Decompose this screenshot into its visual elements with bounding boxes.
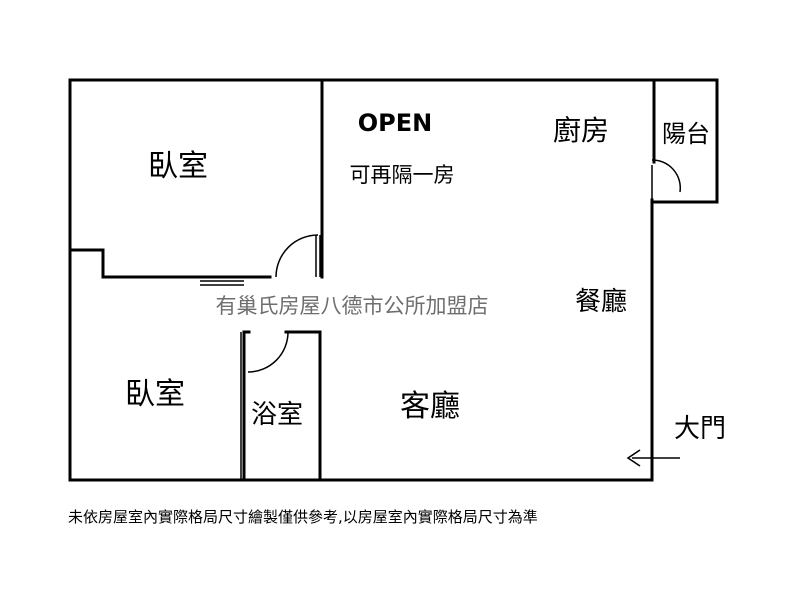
- open-area-note: 可再隔一房: [350, 163, 455, 187]
- disclaimer-note: 未依房屋室內實際格局尺寸繪製僅供參考,以房屋室內實際格局尺寸為準: [68, 508, 538, 526]
- kitchen-label: 廚房: [553, 114, 609, 147]
- balcony-label: 陽台: [662, 120, 710, 148]
- bedroom-bottom-label: 臥室: [125, 377, 185, 412]
- dining-room-label: 餐廳: [575, 287, 627, 317]
- bedroom-top-label: 臥室: [148, 149, 208, 184]
- watermark: 有巢氏房屋八德市公所加盟店: [216, 294, 489, 318]
- living-room-label: 客廳: [400, 389, 460, 424]
- outer-walls: [68, 78, 719, 482]
- open-area-label: OPEN: [358, 109, 432, 137]
- bathroom-label: 浴室: [251, 400, 303, 430]
- bathroom-walls: [200, 280, 322, 482]
- main-door-arrow-icon: [626, 449, 680, 467]
- main-door-label: 大門: [674, 414, 726, 444]
- top-bedroom-walls: [68, 78, 324, 279]
- door-swings: [247, 159, 682, 373]
